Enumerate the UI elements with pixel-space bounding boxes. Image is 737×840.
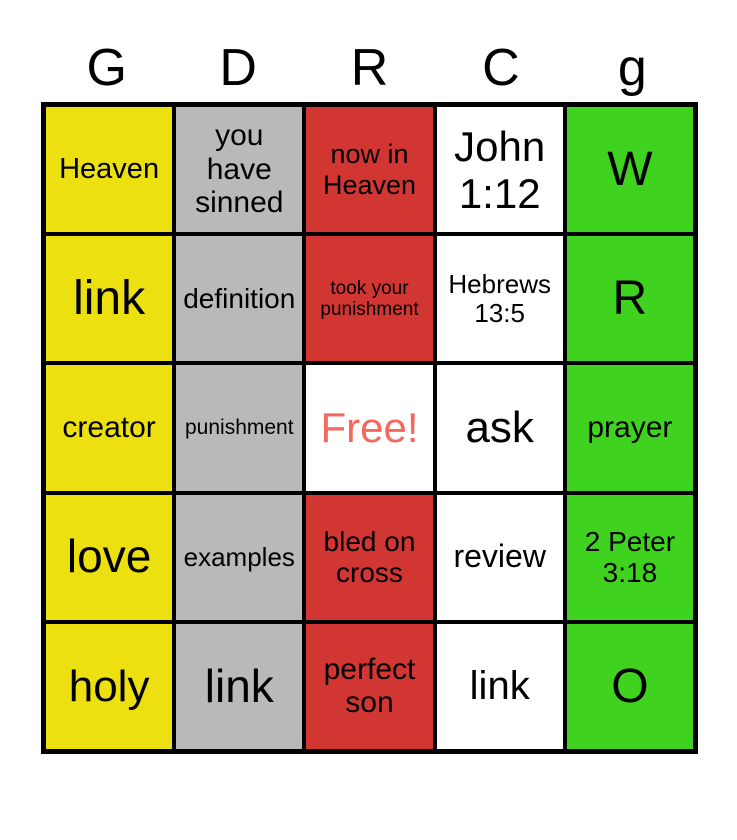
bingo-cell-r2c2[interactable]: definition (176, 236, 303, 362)
bingo-cell-r2c3[interactable]: took your punishment (306, 236, 433, 362)
bingo-cell-r1c5[interactable]: W (566, 107, 693, 233)
column-headers: G D R C g (41, 40, 698, 96)
column-header-5: g (617, 39, 647, 97)
bingo-cell-r4c3[interactable]: bled on cross (306, 494, 433, 620)
bingo-cell-r5c5[interactable]: O (566, 623, 693, 749)
bingo-cell-r3c5[interactable]: prayer (566, 365, 693, 491)
bingo-cell-r2c1[interactable]: link (46, 236, 173, 362)
bingo-cell-r4c1[interactable]: love (46, 494, 173, 620)
bingo-cell-r1c2[interactable]: you have sinned (176, 107, 303, 233)
bingo-cell-r3c4[interactable]: ask (436, 365, 563, 491)
bingo-cell-r1c4[interactable]: John 1:12 (436, 107, 563, 233)
bingo-cell-r5c4[interactable]: link (436, 623, 563, 749)
column-header-4: C (482, 39, 520, 97)
bingo-cell-r4c4[interactable]: review (436, 494, 563, 620)
bingo-cell-r5c2[interactable]: link (176, 623, 303, 749)
column-header-2: D (219, 39, 257, 97)
bingo-cell-r2c5[interactable]: R (566, 236, 693, 362)
bingo-cell-r5c1[interactable]: holy (46, 623, 173, 749)
column-header-3: R (350, 39, 389, 97)
bingo-cell-r3c2[interactable]: punishment (176, 365, 303, 491)
bingo-cell-r1c1[interactable]: Heaven (46, 107, 173, 233)
bingo-cell-r1c3[interactable]: now in Heaven (306, 107, 433, 233)
bingo-cell-r4c2[interactable]: examples (176, 494, 303, 620)
bingo-cell-r3c3[interactable]: Free! (306, 365, 433, 491)
bingo-cell-r5c3[interactable]: perfect son (306, 623, 433, 749)
bingo-cell-r2c4[interactable]: Hebrews 13:5 (436, 236, 563, 362)
bingo-cell-r3c1[interactable]: creator (46, 365, 173, 491)
column-header-1: G (86, 39, 127, 97)
bingo-cell-r4c5[interactable]: 2 Peter 3:18 (566, 494, 693, 620)
